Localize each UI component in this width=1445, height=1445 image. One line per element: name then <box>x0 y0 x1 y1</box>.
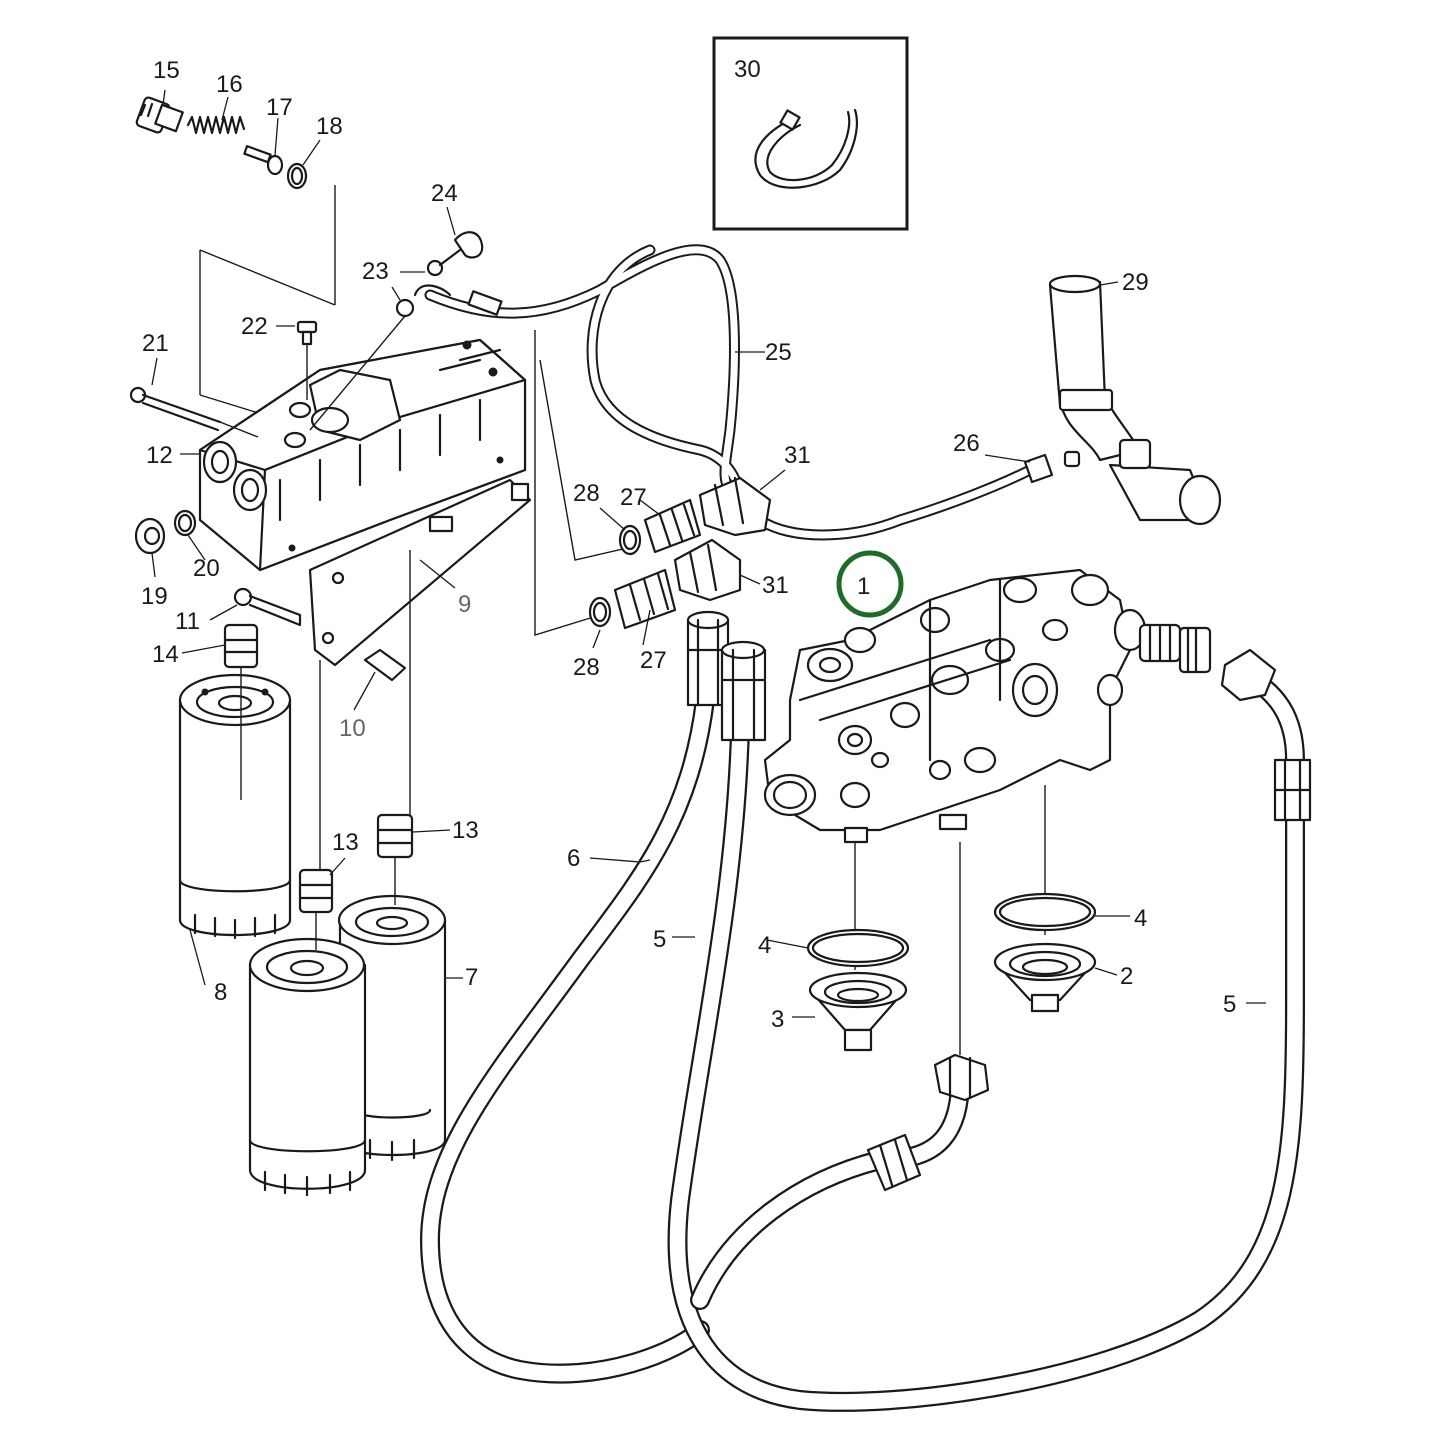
callout-22[interactable]: 22 <box>241 313 268 340</box>
item-3-valve <box>808 971 908 1052</box>
callout-5-right[interactable]: 5 <box>1223 991 1236 1018</box>
callout-15[interactable]: 15 <box>153 57 180 84</box>
item-2-valve <box>993 942 1097 1013</box>
item-15-plug <box>135 96 184 134</box>
callout-2[interactable]: 2 <box>1120 963 1133 990</box>
adapter-13-right <box>376 550 414 905</box>
hose-6 <box>420 690 715 1384</box>
item-28-washer-lower <box>588 596 612 628</box>
callout-7[interactable]: 7 <box>465 964 478 991</box>
callout-5-left[interactable]: 5 <box>653 926 666 953</box>
item-21-bolt <box>129 386 259 438</box>
callout-11[interactable]: 11 <box>175 608 200 635</box>
item-18-ring <box>286 162 308 190</box>
filter-head-12 <box>198 185 527 572</box>
item-28-washer-upper <box>618 524 642 556</box>
adapter-13-left <box>298 660 334 950</box>
callout-labels: 1 2 3 4 4 5 5 6 7 8 9 10 11 12 13 13 14 … <box>141 56 1236 1033</box>
item-11-bolt <box>233 587 302 627</box>
callout-6[interactable]: 6 <box>567 845 580 872</box>
return-line-lower <box>690 1070 970 1310</box>
callout-30[interactable]: 30 <box>734 56 761 83</box>
item-27-adapter-lower <box>613 568 677 630</box>
item-17-pin <box>243 145 284 176</box>
item-29-drain-tube <box>1048 274 1222 526</box>
fuel-line-26 <box>754 464 1036 541</box>
item-4-oring-left <box>806 928 910 968</box>
item-19-plug <box>134 517 166 555</box>
callout-23[interactable]: 23 <box>362 258 389 285</box>
callout-21[interactable]: 21 <box>142 330 169 357</box>
return-line-fitting <box>866 1053 990 1192</box>
callout-4-right[interactable]: 4 <box>1134 905 1147 932</box>
callout-26[interactable]: 26 <box>953 430 980 457</box>
item-4-oring-right <box>993 892 1097 932</box>
callout-13-left[interactable]: 13 <box>332 829 359 856</box>
highlight-ring-item-1 <box>836 550 904 618</box>
callout-13-right[interactable]: 13 <box>452 817 479 844</box>
item-24-bleed-screw <box>413 231 503 316</box>
item-30-box <box>712 36 909 231</box>
item-31-elbow-lower <box>673 538 742 602</box>
callout-4-left[interactable]: 4 <box>758 932 771 959</box>
callout-28-upper[interactable]: 28 <box>573 480 600 507</box>
item-23-fitting <box>309 259 444 431</box>
hose-5-left <box>667 720 1305 1412</box>
callout-28-lower[interactable]: 28 <box>573 654 600 681</box>
filter-7 <box>337 894 447 1162</box>
callout-14[interactable]: 14 <box>152 641 179 668</box>
callout-17[interactable]: 17 <box>266 94 293 121</box>
callout-1[interactable]: 1 <box>857 573 870 600</box>
item-10-clip <box>363 648 407 682</box>
callout-3[interactable]: 3 <box>771 1006 784 1033</box>
fuel-line-25 <box>424 244 746 506</box>
item-16-spring <box>186 115 246 135</box>
adapter-14 <box>223 623 259 690</box>
callout-29[interactable]: 29 <box>1122 269 1149 296</box>
callout-16[interactable]: 16 <box>216 71 243 98</box>
callout-31-upper[interactable]: 31 <box>784 442 811 469</box>
item-27-adapter-upper <box>643 498 702 554</box>
item-26-clamp <box>1023 450 1081 484</box>
callout-19[interactable]: 19 <box>141 583 168 610</box>
manifold-1 <box>763 568 1147 844</box>
callout-27-lower[interactable]: 27 <box>640 647 667 674</box>
item-31-elbow-upper <box>698 476 772 537</box>
callout-27-upper[interactable]: 27 <box>620 484 647 511</box>
callout-20[interactable]: 20 <box>193 555 220 582</box>
item-20-ring <box>173 509 197 537</box>
callout-9[interactable]: 9 <box>458 591 471 618</box>
callout-24[interactable]: 24 <box>431 180 458 207</box>
hose-fitting-5 <box>720 640 767 742</box>
callout-10[interactable]: 10 <box>339 715 366 742</box>
callout-31-lower[interactable]: 31 <box>762 572 789 599</box>
callout-8[interactable]: 8 <box>214 979 227 1006</box>
filter-8-lower <box>248 937 367 1197</box>
callout-25[interactable]: 25 <box>765 339 792 366</box>
bracket-9 <box>308 478 532 667</box>
leaders-27-28 <box>534 330 641 636</box>
leader-lines <box>151 89 1266 1018</box>
hose-fitting-6 <box>686 610 730 707</box>
callout-18[interactable]: 18 <box>316 113 343 140</box>
callout-12[interactable]: 12 <box>146 442 173 469</box>
filter-8 <box>178 673 292 940</box>
item-22-bolt <box>296 320 318 400</box>
manifold-right-fitting <box>1138 623 1312 822</box>
